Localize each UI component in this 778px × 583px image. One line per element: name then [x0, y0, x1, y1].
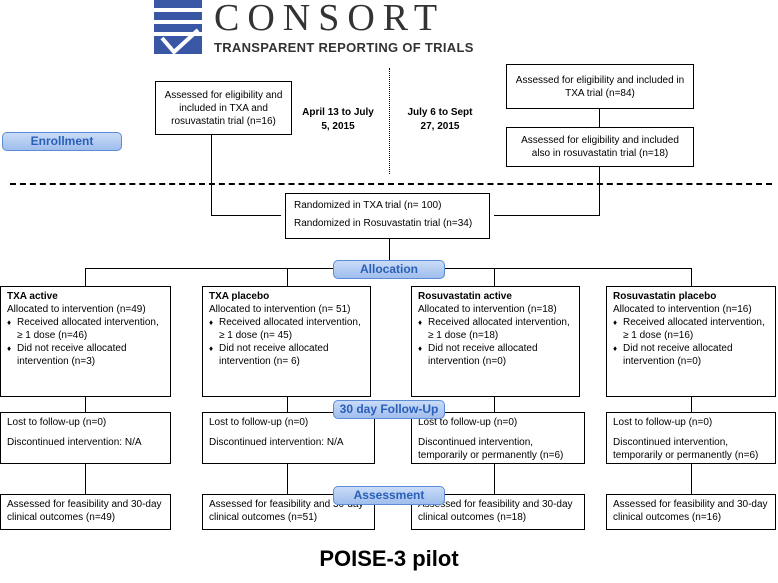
received-text: Received allocated intervention,: [209, 316, 364, 329]
not-received-n-text: intervention (n= 6): [219, 356, 300, 367]
connector: [691, 397, 692, 412]
discontinued-text: Discontinued intervention, temporarily o…: [613, 437, 759, 461]
allocated-text: Allocated to intervention (n=49): [7, 304, 146, 315]
connector: [211, 215, 281, 216]
dose-text: ≥ 1 dose (n=16): [623, 330, 694, 341]
enroll-right-bottom-text: Assessed for eligibility and included al…: [521, 135, 679, 159]
period-divider: [389, 68, 390, 174]
connector: [287, 464, 288, 494]
assessment-box-txa-active: Assessed for feasibility and 30-day clin…: [0, 494, 171, 530]
randomized-box: Randomized in TXA trial (n= 100) Randomi…: [285, 193, 490, 239]
enroll-right-top-box: Assessed for eligibility and included in…: [506, 64, 694, 109]
received-text: Received allocated intervention,: [418, 316, 573, 329]
consort-logo: CONSORT TRANSPARENT REPORTING OF TRIALS: [154, 0, 594, 60]
lost-text: Lost to follow-up (n=0): [209, 417, 309, 428]
connector: [494, 464, 495, 494]
assessment-box-rosuva-placebo: Assessed for feasibility and 30-day clin…: [606, 494, 776, 530]
followup-box-txa-active: Lost to follow-up (n=0) Discontinued int…: [0, 412, 171, 464]
received-text: Received allocated intervention,: [613, 316, 769, 329]
connector: [85, 268, 86, 286]
lost-text: Lost to follow-up (n=0): [7, 417, 107, 428]
lost-text: Lost to follow-up (n=0): [418, 417, 518, 428]
connector: [494, 397, 495, 412]
group-box-rosuva-active: Rosuvastatin active Allocated to interve…: [411, 286, 580, 397]
stage-assessment: Assessment: [333, 486, 445, 505]
enroll-right-bottom-box: Assessed for eligibility and included al…: [506, 127, 694, 167]
dashed-separator: [10, 183, 772, 185]
group-box-txa-placebo: TXA placebo Allocated to intervention (n…: [202, 286, 371, 397]
lost-text: Lost to follow-up (n=0): [613, 417, 713, 428]
connector: [599, 167, 600, 215]
group-title: Rosuvastatin active: [418, 291, 512, 302]
received-text: Received allocated intervention,: [7, 316, 164, 329]
period-1-label: April 13 to July 5, 2015: [302, 107, 374, 132]
connector: [85, 397, 86, 412]
discontinued-text: Discontinued intervention, temporarily o…: [418, 437, 564, 461]
figure-title: POISE-3 pilot: [319, 546, 459, 571]
dose-text: ≥ 1 dose (n=46): [17, 330, 88, 341]
stage-enrollment: Enrollment: [2, 132, 122, 151]
group-title: TXA placebo: [209, 291, 270, 302]
enroll-left-box: Assessed for eligibility and included in…: [155, 81, 292, 135]
not-received-text: Did not receive allocated: [7, 342, 164, 355]
period-2-label: July 6 to Sept 27, 2015: [407, 107, 473, 132]
not-received-text: Did not receive allocated: [209, 342, 364, 355]
assessed-text: Assessed for feasibility and 30-day clin…: [418, 499, 573, 523]
randomized-rosuva-text: Randomized in Rosuvastatin trial (n=34): [294, 218, 473, 229]
allocated-text: Allocated to intervention (n= 51): [209, 304, 351, 315]
connector: [494, 215, 600, 216]
group-box-rosuva-placebo: Rosuvastatin placebo Allocated to interv…: [606, 286, 776, 397]
not-received-text: Did not receive allocated: [613, 342, 769, 355]
discontinued-text: Discontinued intervention: N/A: [7, 437, 142, 448]
not-received-n-text: intervention (n=0): [428, 356, 507, 367]
connector: [287, 268, 288, 286]
randomized-txa-text: Randomized in TXA trial (n= 100): [294, 200, 442, 211]
group-title: TXA active: [7, 291, 58, 302]
assessed-text: Assessed for feasibility and 30-day clin…: [209, 499, 364, 523]
enroll-right-top-text: Assessed for eligibility and included in…: [515, 74, 685, 99]
logo-tagline: TRANSPARENT REPORTING OF TRIALS: [214, 40, 474, 55]
connector: [599, 109, 600, 127]
connector: [691, 268, 692, 286]
enroll-left-text: Assessed for eligibility and included in…: [164, 89, 283, 127]
group-box-txa-active: TXA active Allocated to intervention (n=…: [0, 286, 171, 397]
not-received-text: Did not receive allocated: [418, 342, 573, 355]
allocated-text: Allocated to intervention (n=18): [418, 304, 557, 315]
consort-checkmark-icon: [154, 0, 202, 55]
followup-box-rosuva-placebo: Lost to follow-up (n=0) Discontinued int…: [606, 412, 776, 464]
dose-text: ≥ 1 dose (n=18): [428, 330, 499, 341]
not-received-n-text: intervention (n=3): [17, 356, 96, 367]
allocated-text: Allocated to intervention (n=16): [613, 304, 752, 315]
connector: [287, 397, 288, 412]
connector: [211, 135, 212, 215]
connector: [494, 268, 495, 286]
connector: [389, 239, 390, 263]
connector: [85, 464, 86, 494]
stage-followup: 30 day Follow-Up: [333, 400, 445, 419]
stage-allocation: Allocation: [333, 260, 445, 279]
discontinued-text: Discontinued intervention: N/A: [209, 437, 344, 448]
dose-text: ≥ 1 dose (n= 45): [219, 330, 293, 341]
logo-name: CONSORT: [214, 0, 446, 39]
followup-box-txa-placebo: Lost to follow-up (n=0) Discontinued int…: [202, 412, 375, 464]
connector: [691, 464, 692, 494]
assessed-text: Assessed for feasibility and 30-day clin…: [7, 499, 162, 523]
followup-box-rosuva-active: Lost to follow-up (n=0) Discontinued int…: [411, 412, 585, 464]
not-received-n-text: intervention (n=0): [623, 356, 702, 367]
group-title: Rosuvastatin placebo: [613, 291, 717, 302]
assessed-text: Assessed for feasibility and 30-day clin…: [613, 499, 768, 523]
